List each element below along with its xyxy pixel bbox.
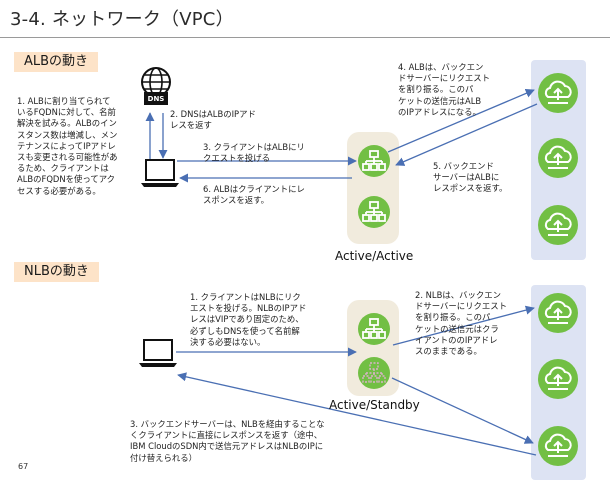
section-alb-heading: ALBの動き bbox=[14, 52, 99, 72]
page-number: 67 bbox=[18, 462, 29, 471]
alb-load-balancer-icon-1 bbox=[358, 145, 390, 177]
nlb-backend-server-icon-1 bbox=[538, 293, 578, 333]
arrow-backend-to-client bbox=[177, 372, 537, 456]
nlb-mode-label: Active/Standby bbox=[329, 398, 420, 412]
dns-globe-icon bbox=[141, 67, 171, 105]
alb-note-2: 2. DNSはALBのIPアド レスを返す bbox=[170, 109, 256, 131]
alb-note-3: 3. クライアントはALBにリ クエストを投げる bbox=[203, 142, 305, 164]
alb-mode-label: Active/Active bbox=[335, 249, 414, 263]
arrow-nlb-to-backend-lower bbox=[391, 377, 534, 444]
nlb-load-balancer-active-icon bbox=[358, 313, 390, 345]
page-title: 3-4. ネットワーク（VPC） bbox=[10, 9, 234, 30]
arrow-backend-to-alb bbox=[395, 103, 538, 166]
dns-label: DNS bbox=[147, 95, 165, 103]
section-nlb-heading: NLBの動き bbox=[14, 262, 99, 282]
title-divider bbox=[0, 37, 610, 38]
arrow-nlb-to-backend bbox=[392, 305, 535, 346]
arrow-alb-to-backend bbox=[387, 89, 535, 153]
alb-backend-server-icon-1 bbox=[538, 73, 578, 113]
alb-client-laptop-icon bbox=[141, 159, 179, 187]
alb-backend-server-icon-3 bbox=[538, 205, 578, 245]
nlb-note-1: 1. クライアントはNLBにリク エストを投げる。NLBのIPアド レスはVIP… bbox=[190, 292, 307, 347]
alb-note-6: 6. ALBはクライアントにレ スポンスを返す。 bbox=[203, 184, 305, 206]
nlb-backend-server-icon-3 bbox=[538, 426, 578, 466]
nlb-client-laptop-icon bbox=[139, 339, 177, 367]
nlb-note-3: 3. バックエンドサーバーは、NLBを経由することな くクライアントに直接にレス… bbox=[130, 419, 325, 463]
alb-load-balancer-icon-2 bbox=[358, 196, 390, 228]
nlb-load-balancer-standby-icon bbox=[358, 357, 390, 389]
nlb-backend-server-icon-2 bbox=[538, 359, 578, 399]
alb-note-5: 5. バックエンド サーバーはALBに レスポンスを返す。 bbox=[433, 161, 508, 194]
alb-note-4: 4. ALBは、バックエン ドサーバーにリクエスト を割り振る。このパ ケットの… bbox=[398, 62, 491, 117]
nlb-note-2: 2. NLBは、バックエン ドサーバーにリクエスト を割り振る。このパ ケットの… bbox=[415, 290, 508, 357]
alb-note-1: 1. ALBに割り当てられて いるFQDNに対して、名前 解決を試みる。ALBの… bbox=[17, 96, 118, 196]
alb-backend-server-icon-2 bbox=[538, 138, 578, 178]
